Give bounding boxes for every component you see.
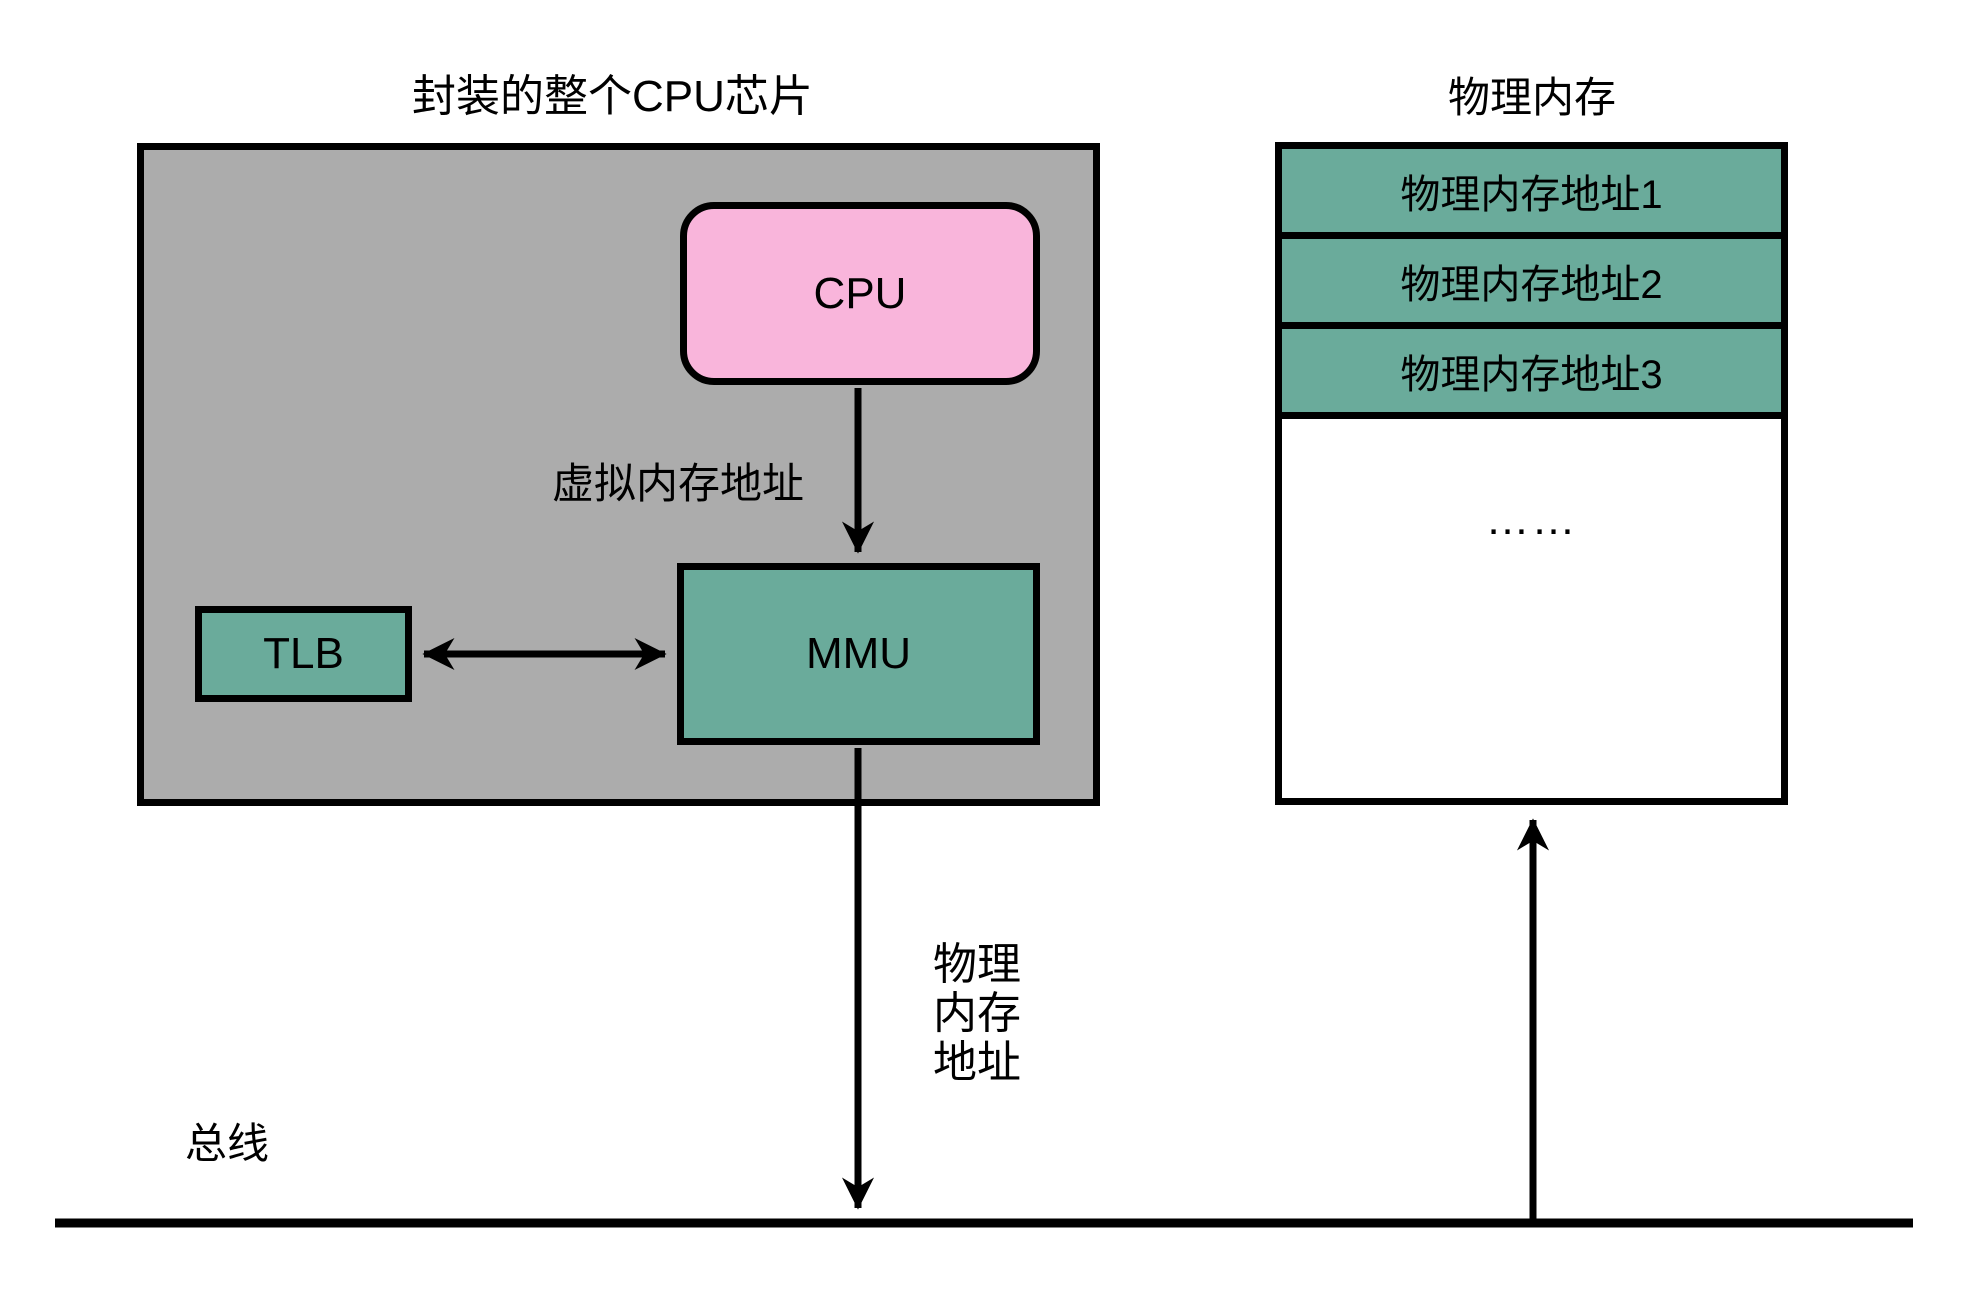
virtual-address-label: 虚拟内存地址: [552, 460, 805, 507]
chip-title: 封装的整个CPU芯片: [412, 72, 813, 121]
cpu-box: CPU: [680, 202, 1040, 385]
memory-row-label: 物理内存地址1: [1400, 172, 1663, 217]
memory-row: 物理内存地址1: [1282, 149, 1781, 239]
tlb-label: TLB: [263, 629, 344, 678]
memory-row: 物理内存地址2: [1282, 239, 1781, 329]
memory-row: 物理内存地址3: [1282, 329, 1781, 419]
bus-label: 总线: [185, 1120, 270, 1167]
memory-title: 物理内存: [1448, 74, 1617, 121]
cpu-label: CPU: [813, 268, 907, 318]
mmu-label: MMU: [805, 629, 912, 678]
physical-memory-box: 物理内存地址1 物理内存地址2 物理内存地址3 ……: [1275, 142, 1788, 805]
mmu-box: MMU: [677, 563, 1040, 745]
physical-address-label: 物理 内存 地址: [933, 940, 1021, 1087]
memory-ellipsis: ……: [1485, 495, 1578, 544]
physical-address-label-line: 物理: [933, 940, 1021, 989]
memory-row-label: 物理内存地址2: [1400, 262, 1663, 307]
physical-address-label-line: 地址: [933, 1038, 1021, 1087]
tlb-box: TLB: [195, 606, 412, 702]
memory-row-label: 物理内存地址3: [1400, 352, 1663, 397]
physical-address-label-line: 内存: [933, 989, 1021, 1038]
